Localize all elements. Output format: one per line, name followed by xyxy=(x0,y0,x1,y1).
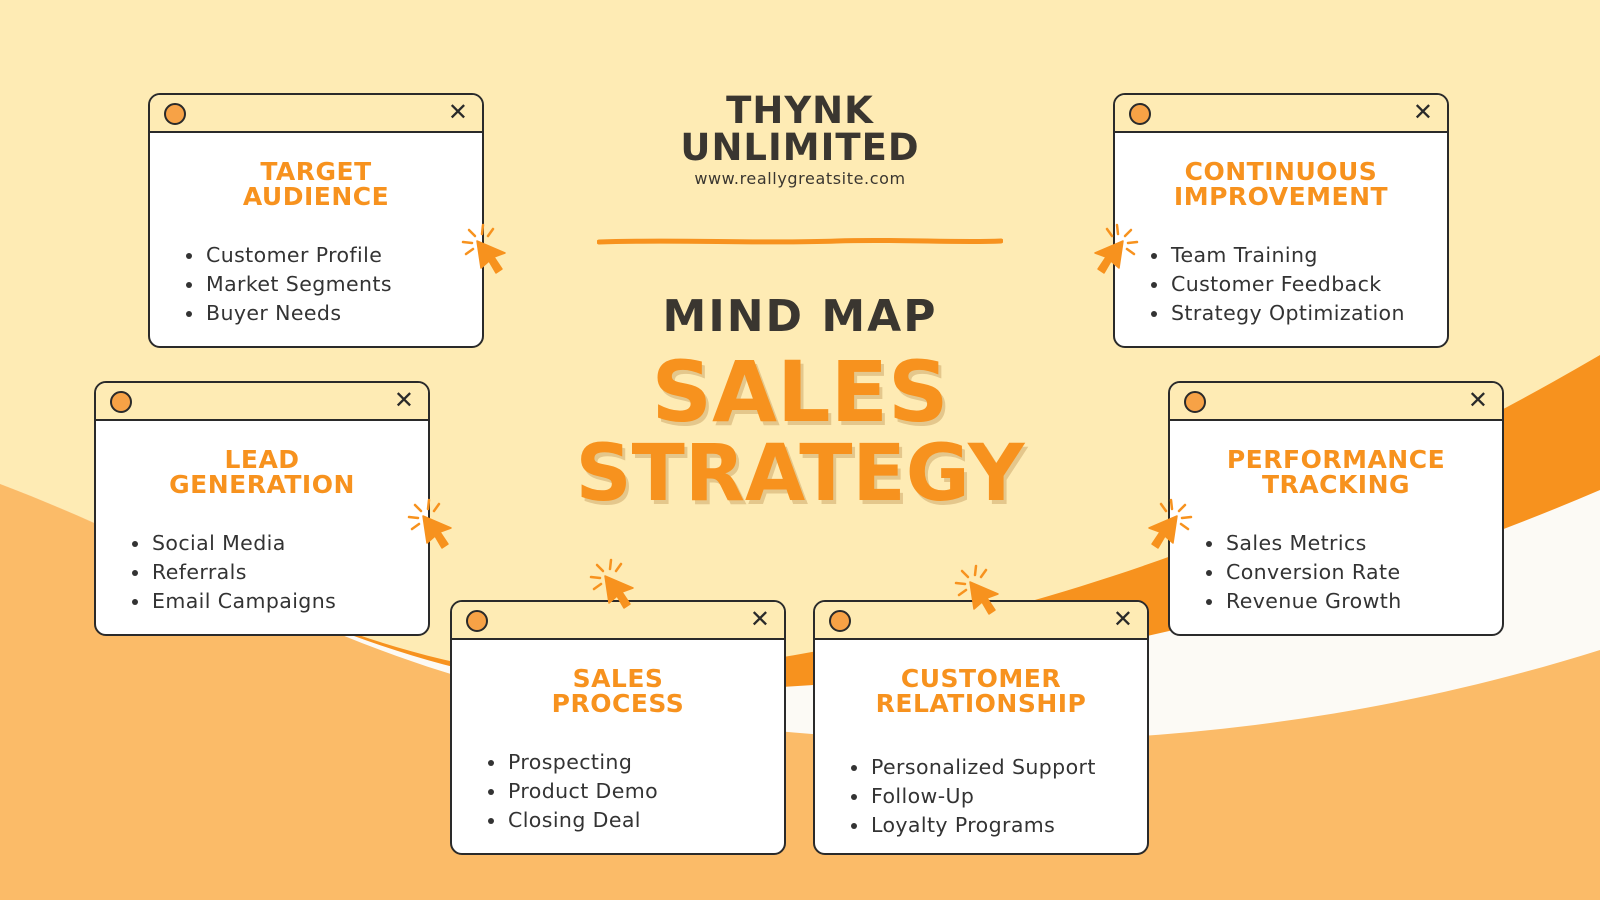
list-item: Prospecting xyxy=(488,748,784,777)
title-line-1: SALES xyxy=(651,343,949,441)
list-item: Social Media xyxy=(132,529,428,558)
window-titlebar: ✕ xyxy=(1170,383,1502,421)
window-customer-relationship: ✕ CUSTOMER RELATIONSHIP Personalized Sup… xyxy=(813,600,1149,855)
window-performance-tracking: ✕ PERFORMANCE TRACKING Sales Metrics Con… xyxy=(1168,381,1504,636)
close-icon[interactable]: ✕ xyxy=(749,605,770,633)
circle-icon xyxy=(1184,391,1206,413)
circle-icon xyxy=(829,610,851,632)
list-item: Revenue Growth xyxy=(1206,587,1502,616)
cursor-click-icon xyxy=(589,558,634,609)
circle-icon xyxy=(1129,103,1151,125)
window-list: Personalized Support Follow-Up Loyalty P… xyxy=(815,753,1147,840)
list-item: Referrals xyxy=(132,558,428,587)
list-item: Market Segments xyxy=(186,270,482,299)
close-icon[interactable]: ✕ xyxy=(1412,98,1433,126)
list-item: Conversion Rate xyxy=(1206,558,1502,587)
cursor-click-icon xyxy=(954,564,999,615)
cursor-click-icon xyxy=(407,498,452,549)
cursor-click-icon xyxy=(1094,223,1139,274)
title-line-2: STRATEGY xyxy=(575,429,1025,519)
window-list: Social Media Referrals Email Campaigns xyxy=(96,529,428,616)
list-item: Closing Deal xyxy=(488,806,784,835)
subtitle: MIND MAP xyxy=(662,291,938,342)
window-title: CONTINUOUS IMPROVEMENT xyxy=(1173,157,1389,211)
window-lead-generation: ✕ LEAD GENERATION Social Media Referrals… xyxy=(94,381,430,636)
window-title: CUSTOMER RELATIONSHIP xyxy=(875,664,1087,718)
circle-icon xyxy=(110,391,132,413)
window-titlebar: ✕ xyxy=(150,95,482,133)
close-icon[interactable]: ✕ xyxy=(1467,386,1488,414)
window-titlebar: ✕ xyxy=(815,602,1147,640)
list-item: Personalized Support xyxy=(851,753,1147,782)
close-icon[interactable]: ✕ xyxy=(447,98,468,126)
window-sales-process: ✕ SALES PROCESS Prospecting Product Demo… xyxy=(450,600,786,855)
circle-icon xyxy=(164,103,186,125)
brand-line-2: UNLIMITED xyxy=(680,126,920,169)
window-continuous-improvement: ✕ CONTINUOUS IMPROVEMENT Team Training C… xyxy=(1113,93,1449,348)
window-list: Prospecting Product Demo Closing Deal xyxy=(452,748,784,835)
website-url: www.reallygreatsite.com xyxy=(694,169,906,188)
list-item: Team Training xyxy=(1151,241,1447,270)
list-item: Customer Profile xyxy=(186,241,482,270)
window-title: PERFORMANCE TRACKING xyxy=(1226,445,1446,499)
brush-divider xyxy=(597,237,1003,245)
list-item: Product Demo xyxy=(488,777,784,806)
window-list: Sales Metrics Conversion Rate Revenue Gr… xyxy=(1170,529,1502,616)
window-target-audience: ✕ TARGET AUDIENCE Customer Profile Marke… xyxy=(148,93,484,348)
list-item: Follow-Up xyxy=(851,782,1147,811)
window-title: TARGET AUDIENCE xyxy=(242,157,390,211)
list-item: Buyer Needs xyxy=(186,299,482,328)
window-list: Team Training Customer Feedback Strategy… xyxy=(1115,241,1447,328)
circle-icon xyxy=(466,610,488,632)
cursor-click-icon xyxy=(1148,498,1193,549)
brand-name: THYNK UNLIMITED xyxy=(470,92,1130,166)
window-titlebar: ✕ xyxy=(1115,95,1447,133)
list-item: Loyalty Programs xyxy=(851,811,1147,840)
brand-line-1: THYNK xyxy=(726,89,874,132)
window-titlebar: ✕ xyxy=(452,602,784,640)
cursor-click-icon xyxy=(461,223,506,274)
window-title: LEAD GENERATION xyxy=(169,445,355,499)
list-item: Email Campaigns xyxy=(132,587,428,616)
window-list: Customer Profile Market Segments Buyer N… xyxy=(150,241,482,328)
close-icon[interactable]: ✕ xyxy=(393,386,414,414)
window-title: SALES PROCESS xyxy=(551,664,685,718)
window-titlebar: ✕ xyxy=(96,383,428,421)
list-item: Customer Feedback xyxy=(1151,270,1447,299)
list-item: Sales Metrics xyxy=(1206,529,1502,558)
list-item: Strategy Optimization xyxy=(1151,299,1447,328)
close-icon[interactable]: ✕ xyxy=(1112,605,1133,633)
